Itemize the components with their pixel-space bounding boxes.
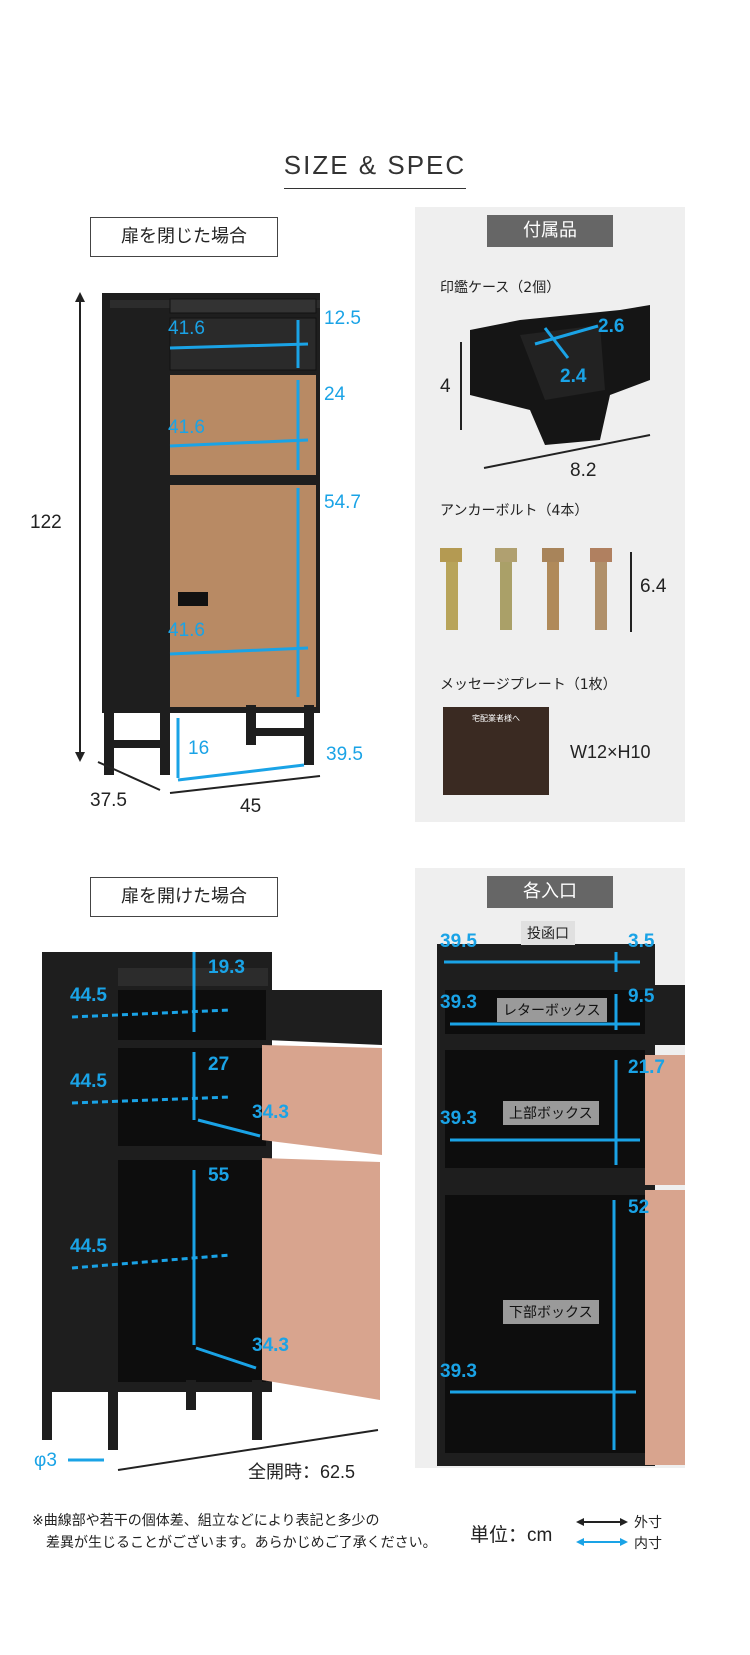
open-section-label: 扉を開けた場合 bbox=[90, 877, 278, 917]
plate-size: W12×H10 bbox=[570, 742, 651, 762]
closed-width-1: 41.6 bbox=[168, 318, 205, 339]
closed-width-2: 41.6 bbox=[168, 417, 205, 438]
upper-width: 39.3 bbox=[440, 1108, 477, 1129]
case-width-2: 2.4 bbox=[560, 366, 587, 387]
letter-width: 39.3 bbox=[440, 992, 477, 1013]
bolt-label: アンカーボルト（4本） bbox=[440, 503, 589, 519]
open-height-1: 19.3 bbox=[208, 957, 245, 978]
letter-height: 9.5 bbox=[628, 986, 655, 1007]
closed-height-2: 24 bbox=[324, 384, 346, 405]
closed-height-1: 12.5 bbox=[324, 308, 361, 329]
pipe-diameter: φ3 bbox=[34, 1450, 57, 1471]
letter-box-label: レターボックス bbox=[497, 998, 607, 1022]
open-width-2: 44.5 bbox=[70, 1071, 107, 1092]
open-width-3: 44.5 bbox=[70, 1236, 107, 1257]
inner-dimension-label: 内寸 bbox=[634, 1536, 662, 1552]
case-length: 8.2 bbox=[570, 460, 597, 481]
bolt-length: 6.4 bbox=[640, 576, 667, 597]
case-width-1: 2.6 bbox=[598, 316, 625, 337]
upper-box-label: 上部ボックス bbox=[503, 1101, 599, 1125]
closed-width-3: 41.6 bbox=[168, 620, 205, 641]
open-height-2: 27 bbox=[208, 1054, 230, 1075]
lower-box-label: 下部ボックス bbox=[503, 1300, 599, 1324]
full-open-width: 全開時：62.5 bbox=[248, 1462, 356, 1482]
closed-base-depth: 39.5 bbox=[326, 744, 363, 765]
plate-title: 宅配業者様へ bbox=[472, 714, 520, 723]
lower-height: 52 bbox=[628, 1197, 650, 1218]
plate-label: メッセージプレート（1枚） bbox=[440, 677, 617, 693]
lower-width: 39.3 bbox=[440, 1361, 477, 1382]
unit-label: 単位：cm bbox=[470, 1525, 553, 1546]
closed-depth: 37.5 bbox=[90, 790, 127, 811]
open-width-1: 44.5 bbox=[70, 985, 107, 1006]
open-height-3: 55 bbox=[208, 1165, 230, 1186]
slot-height: 3.5 bbox=[628, 931, 655, 952]
footnote-line-1: ※曲線部や若干の個体差、組立などにより表記と多少の bbox=[32, 1513, 380, 1529]
slot-label: 投函口 bbox=[521, 921, 575, 945]
entrances-label: 各入口 bbox=[487, 876, 613, 908]
accessories-label: 付属品 bbox=[487, 215, 613, 247]
closed-section-label: 扉を閉じた場合 bbox=[90, 217, 278, 257]
closed-total-height: 122 bbox=[30, 512, 62, 533]
slot-width: 39.5 bbox=[440, 931, 477, 952]
closed-width: 45 bbox=[240, 796, 262, 817]
page-title: SIZE & SPEC bbox=[0, 150, 750, 189]
closed-leg-height: 16 bbox=[188, 738, 210, 759]
case-height: 4 bbox=[440, 376, 451, 397]
footnote-line-2: 差異が生じることがございます。あらかじめご了承ください。 bbox=[46, 1535, 437, 1551]
closed-height-3: 54.7 bbox=[324, 492, 361, 513]
outer-dimension-label: 外寸 bbox=[634, 1515, 662, 1531]
upper-height: 21.7 bbox=[628, 1057, 665, 1078]
message-plate-image: 宅配業者様へ bbox=[443, 707, 549, 795]
case-label: 印鑑ケース（2個） bbox=[440, 280, 561, 296]
open-door-depth-1: 34.3 bbox=[252, 1102, 289, 1123]
open-door-depth-2: 34.3 bbox=[252, 1335, 289, 1356]
